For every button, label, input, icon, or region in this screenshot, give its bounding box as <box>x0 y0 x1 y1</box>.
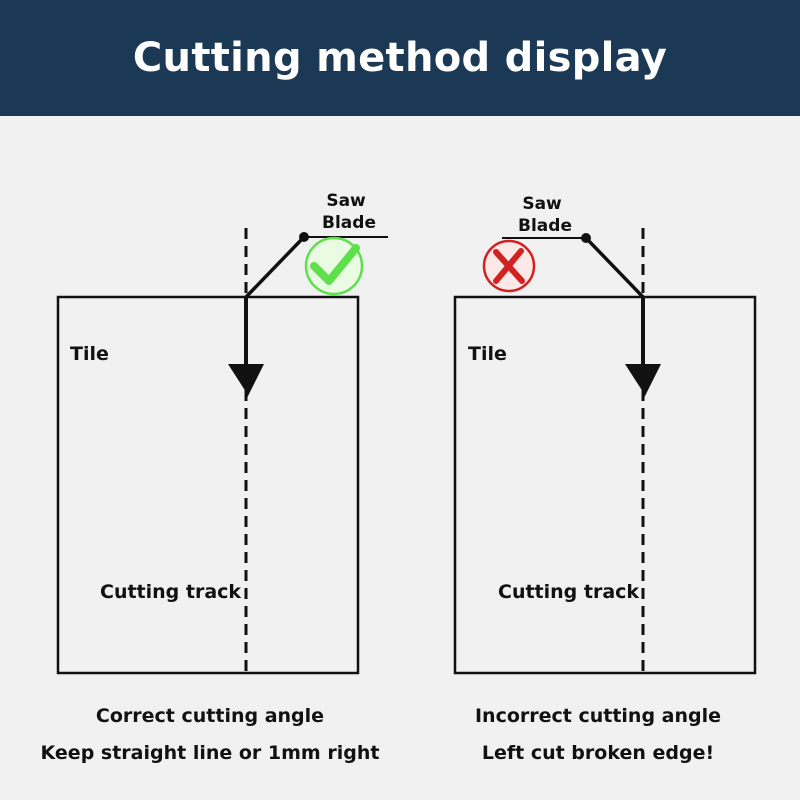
tile-label: Tile <box>70 343 109 365</box>
caption-line-1: Correct cutting angle <box>95 705 325 727</box>
check-icon <box>304 236 364 296</box>
cross-icon <box>482 239 536 293</box>
caption-line-1: Incorrect cutting angle <box>474 705 722 727</box>
caption-correct: Correct cutting angle Keep straight line… <box>10 698 410 772</box>
cut-direction-arrowhead <box>228 364 264 400</box>
diagram-canvas: Saw Blade Tile Cutting track Saw Blade T… <box>56 191 757 675</box>
cutting-track-label: Cutting track <box>498 581 639 603</box>
tile-label: Tile <box>468 343 507 365</box>
saw-label: Saw Blade <box>518 194 572 236</box>
tile-rect <box>453 295 757 675</box>
caption-incorrect: Incorrect cutting angle Left cut broken … <box>398 698 798 772</box>
caption-line-2: Left cut broken edge! <box>481 742 715 764</box>
caption-line-2: Keep straight line or 1mm right <box>40 742 380 764</box>
blade-angle-line <box>584 236 645 299</box>
page-title: Cutting method display <box>132 35 668 81</box>
panel-correct: Saw Blade Tile Cutting track <box>56 191 388 675</box>
cut-direction-arrowhead <box>625 364 661 400</box>
header-banner: Cutting method display <box>0 0 800 116</box>
blade-angle-line <box>244 235 306 299</box>
saw-label: Saw Blade <box>322 191 376 233</box>
cutting-track-label: Cutting track <box>100 581 241 603</box>
tile-rect <box>56 295 360 675</box>
panel-incorrect: Saw Blade Tile Cutting track <box>453 194 757 675</box>
